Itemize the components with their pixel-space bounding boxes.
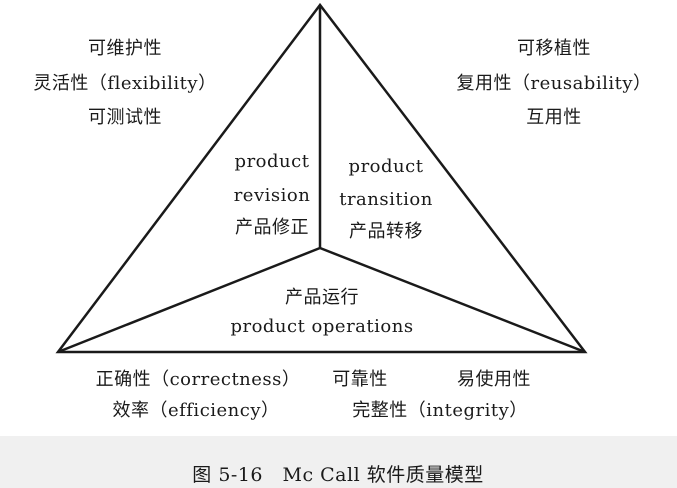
factor-integrity: 完整性（integrity） [352,400,528,421]
left-divider [57,246,321,354]
transition-label-line2: transition [339,189,433,210]
outer-triangle [55,2,588,354]
factor-interoperability: 互用性 [526,107,582,128]
operations-label-en: product operations [230,316,414,337]
factor-reusability: 复用性（reusability） [456,73,652,94]
revision-label-line2: revision [233,185,311,206]
revision-label-cn: 产品修正 [235,217,309,238]
factor-testability: 可测试性 [88,107,162,128]
revision-label-line1: product [234,151,310,172]
factor-reliability: 可靠性 [332,369,388,390]
factor-efficiency: 效率（efficiency） [112,400,280,421]
factor-correctness: 正确性（correctness） [95,369,301,390]
transition-label-cn: 产品转移 [349,221,423,242]
factor-flexibility: 灵活性（flexibility） [33,73,217,94]
transition-label-line1: product [348,156,424,177]
factor-usability: 易使用性 [457,369,531,390]
factor-portability: 可移植性 [517,38,591,59]
operations-label-cn: 产品运行 [285,287,359,308]
caption-background [0,436,677,488]
factor-maintainability: 可维护性 [88,38,162,59]
right-divider [319,246,586,354]
figure-caption: 图 5-16 Mc Call 软件质量模型 [192,464,484,486]
